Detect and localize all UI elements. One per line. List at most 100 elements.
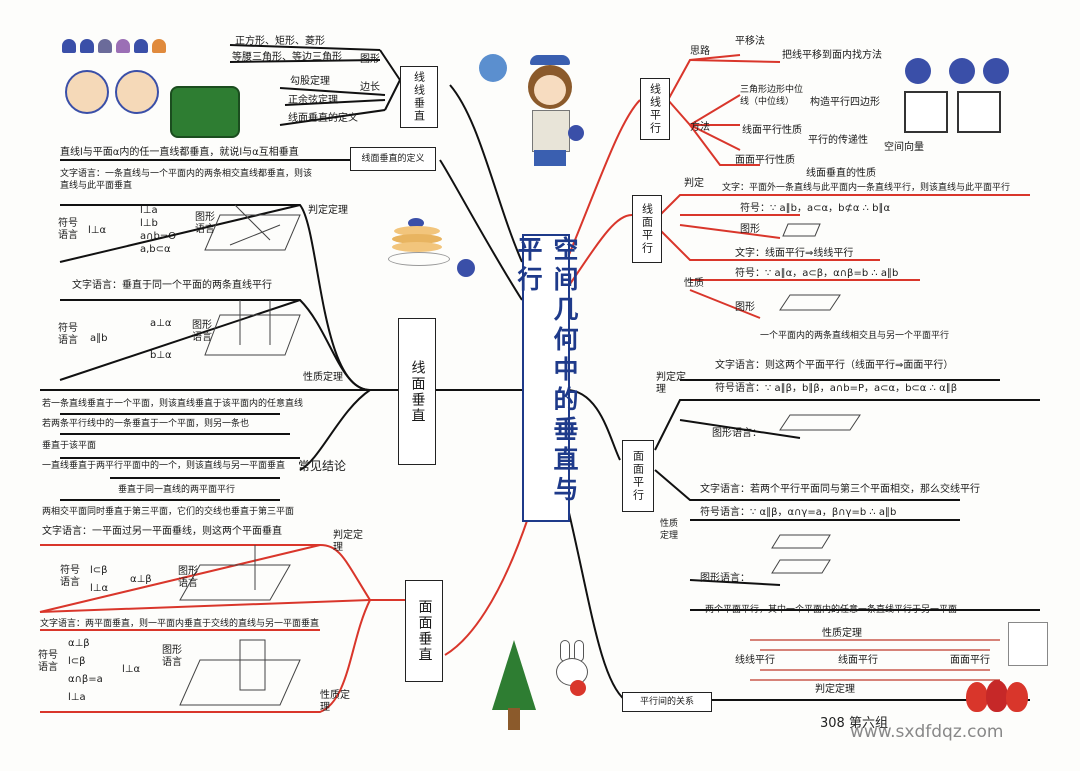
node-line-plane-para: 线面平行 <box>632 195 662 263</box>
llp-tag-side: 边长 <box>360 82 380 93</box>
ppa-property-tag: 性质定理 <box>660 519 679 541</box>
lpp-property-text: 文字语言：垂直于同一个平面的两条直线平行 <box>72 280 272 291</box>
strawberries-illustration <box>966 676 1030 716</box>
llpa-method-4: 平行的传递性 <box>808 135 868 146</box>
tree-illustration <box>488 640 538 730</box>
lpa-judge-text: 文字：平面外一条直线与此平面内一条直线平行，则该直线与此平面平行 <box>722 183 1011 193</box>
llpa-ideas-tag: 思路 <box>690 46 710 57</box>
ghost-icons <box>62 38 166 57</box>
node-line-line-para: 线线平行 <box>640 78 670 140</box>
lpp-property-sym-1: a⊥α <box>150 318 172 329</box>
lpp-property-figure-label: 图形语言 <box>192 320 212 343</box>
lpa-judge-figure: 图形 <box>740 224 760 235</box>
lpp-property-symbol-label: 符号语言 <box>58 323 78 346</box>
llp-item-2: 等腰三角形、等边三角形 <box>232 52 342 63</box>
ppp-property-text: 文字语言：两平面垂直，则一平面内垂直于交线的直线与另一平面垂直 <box>40 619 320 629</box>
rel-node-3: 面面平行 <box>950 655 990 666</box>
llp-item-5: 线面垂直的定义 <box>288 113 358 124</box>
ppa-property-3: 图形语言： <box>700 573 750 584</box>
node-line-plane-perp: 线面垂直 <box>398 318 436 465</box>
lpp-conclusion-3: 垂直于该平面 <box>42 441 97 451</box>
lpp-conclusion-4: 一直线垂直于两平行平面中的一个，则该直线与另一平面垂直 <box>42 461 286 471</box>
ppa-property-2: 符号语言：∵ α∥β，α∩γ=a，β∩γ=b ∴ a∥b <box>700 507 897 518</box>
rel-node-1: 线线平行 <box>735 655 775 666</box>
rel-top: 性质定理 <box>822 628 862 639</box>
llpa-method-3: 线面平行性质 <box>742 125 802 136</box>
lpp-property-conclusion: a∥b <box>90 333 108 344</box>
llpa-idea-2: 把线平移到面内找方法 <box>782 50 882 61</box>
node-parallel-relations: 平行间的关系 <box>622 692 712 712</box>
ppa-judge-2: 文字语言：则这两个平面平行（线面平行⇒面面平行） <box>715 360 954 371</box>
llpa-method-1: 三角形边形中位线（中位线） <box>740 85 804 107</box>
lpp-judge-sym-1: l⊥a <box>140 205 158 216</box>
ppp-judge-symbol-label: 符号语言 <box>60 565 80 588</box>
ppa-property-4: 两个平面平行，其中一个平面内的任意一条直线平行于另一平面 <box>705 605 958 615</box>
watermark: www.sxdfdqz.com <box>850 722 1004 742</box>
ppp-judge-tag: 判定定理 <box>333 530 363 553</box>
lpp-judge-sym-4: a,b⊂α <box>140 244 171 255</box>
lpa-property-symbol: 符号：∵ a∥α，a⊂β，α∩β=b ∴ a∥b <box>735 268 899 279</box>
lpp-definition-tag: 线面垂直的定义 <box>350 147 436 171</box>
character-left-1 <box>65 70 109 114</box>
lpp-definition: 直线l与平面α内的任一直线都垂直，就说l与α互相垂直 <box>60 147 299 158</box>
girl-illustration <box>520 55 584 175</box>
rel-node-2: 线面平行 <box>838 655 878 666</box>
ppa-judge-tag: 判定定理 <box>656 372 686 395</box>
lpa-property-figure: 图形 <box>735 302 755 313</box>
lpp-judge-conclusion: l⊥α <box>88 225 107 236</box>
character-left-2 <box>115 70 159 114</box>
lpp-judge-figure-label: 图形语言 <box>195 212 215 235</box>
llpa-method-6: 面面平行性质 <box>735 155 795 166</box>
ppp-property-tag: 性质定理 <box>320 690 350 713</box>
ppp-judge-text: 文字语言：一平面过另一平面垂线，则这两个平面垂直 <box>42 526 282 537</box>
lpp-conclusions-tag: 常见结论 <box>298 459 347 473</box>
lpp-judge-sym-3: a∩b=O <box>140 231 177 242</box>
ppa-property-1: 文字语言：若两个平行平面同与第三个平面相交，那么交线平行 <box>700 484 980 495</box>
lpp-conclusion-1: 若一条直线垂直于一个平面，则该直线垂直于该平面内的任意直线 <box>42 399 304 409</box>
lpp-conclusion-6: 两相交平面同时垂直于第三平面，它们的交线也垂直于第三平面 <box>42 507 295 517</box>
llpa-methods-tag: 方法 <box>690 122 710 133</box>
lpp-judge-symbol-label: 符号语言 <box>58 218 78 241</box>
note-card-illustration <box>1008 622 1048 666</box>
center-title: 空间几何中的垂直与平行 <box>514 236 579 506</box>
llpa-method-2: 构造平行四边形 <box>810 97 880 108</box>
ppp-property-symbol-label: 符号语言 <box>38 650 58 673</box>
ppp-property-sym-2: l⊂β <box>68 656 86 667</box>
ppa-judge-1: 一个平面内的两条直线相交且与另一个平面平行 <box>760 331 950 341</box>
lpa-judge-tag: 判定 <box>684 178 704 189</box>
ppp-judge-conclusion: α⊥β <box>130 574 152 585</box>
game-device-icon <box>170 86 240 138</box>
lpa-property-text: 文字：线面平行⇒线线平行 <box>735 248 854 259</box>
rel-bottom: 判定定理 <box>815 684 855 695</box>
blueberry-characters <box>905 58 1009 88</box>
lpp-conclusion-2: 若两条平行线中的一条垂直于一个平面，则另一条也 <box>42 419 250 429</box>
llp-tag-figure: 图形 <box>360 54 380 65</box>
ppp-property-figure-label: 图形语言 <box>162 645 182 668</box>
ppp-property-sym-4: l⊥a <box>68 692 86 703</box>
llpa-method-5: 空间向量 <box>884 142 924 153</box>
pancake-illustration <box>388 218 450 270</box>
ppp-judge-sym-2: l⊥α <box>90 583 109 594</box>
footer-group: 308 第六组 <box>820 716 888 731</box>
lpp-conclusion-5: 垂直于同一直线的两平面平行 <box>118 485 236 495</box>
llp-item-3: 勾股定理 <box>290 76 330 87</box>
lpp-judge-tag: 判定定理 <box>308 205 348 216</box>
node-plane-plane-para: 面面平行 <box>622 440 654 512</box>
ppa-judge-4: 图形语言： <box>712 428 762 439</box>
ppp-property-sym-3: α∩β=a <box>68 674 103 685</box>
llp-item-4: 正余弦定理 <box>288 95 338 106</box>
center-title-box: 空间几何中的垂直与平行 <box>514 234 579 522</box>
lpp-judge-sym-2: l⊥b <box>140 218 158 229</box>
lpa-judge-symbol: 符号：∵ a∥b，a⊂α，b⊄α ∴ b∥α <box>740 203 891 214</box>
llp-item-1: 正方形、矩形、菱形 <box>235 36 325 47</box>
ppp-property-conclusion: l⊥α <box>122 664 141 675</box>
llpa-idea-1: 平移法 <box>735 36 765 47</box>
llpa-method-7: 线面垂直的性质 <box>806 168 876 179</box>
node-plane-plane-perp: 面面垂直 <box>405 580 443 682</box>
lpp-property-sym-2: b⊥α <box>150 350 172 361</box>
node-line-line-perp: 线线垂直 <box>400 66 438 128</box>
bunny-illustration <box>552 640 592 700</box>
ppa-judge-3: 符号语言：∵ a∥β，b∥β，a∩b=P，a⊂α，b⊂α ∴ α∥β <box>715 383 958 394</box>
